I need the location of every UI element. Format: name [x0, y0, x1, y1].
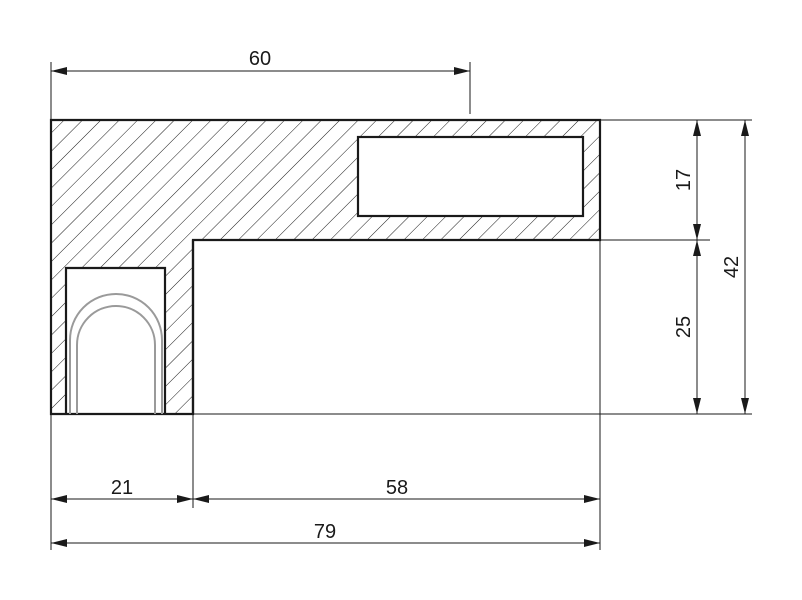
dimension-label-21: 21 — [111, 477, 133, 499]
dimension-right-heights: 17 25 42 — [600, 119, 752, 415]
arch-profile-outer — [69, 293, 163, 414]
rectangular-cavity — [356, 135, 585, 218]
dimension-label-42: 42 — [721, 256, 743, 278]
dimension-label-58: 58 — [386, 477, 408, 499]
arch-slot — [64, 266, 167, 414]
arch-profile-inner — [76, 305, 156, 414]
dimension-label-60: 60 — [249, 48, 271, 70]
dimension-label-25: 25 — [673, 316, 695, 338]
dimension-label-17: 17 — [673, 169, 695, 191]
dimension-top-width: 60 — [50, 48, 471, 120]
dimension-bottom-widths: 21 58 79 — [50, 414, 601, 550]
dimension-label-79: 79 — [314, 521, 336, 543]
hatched-section — [51, 120, 600, 414]
